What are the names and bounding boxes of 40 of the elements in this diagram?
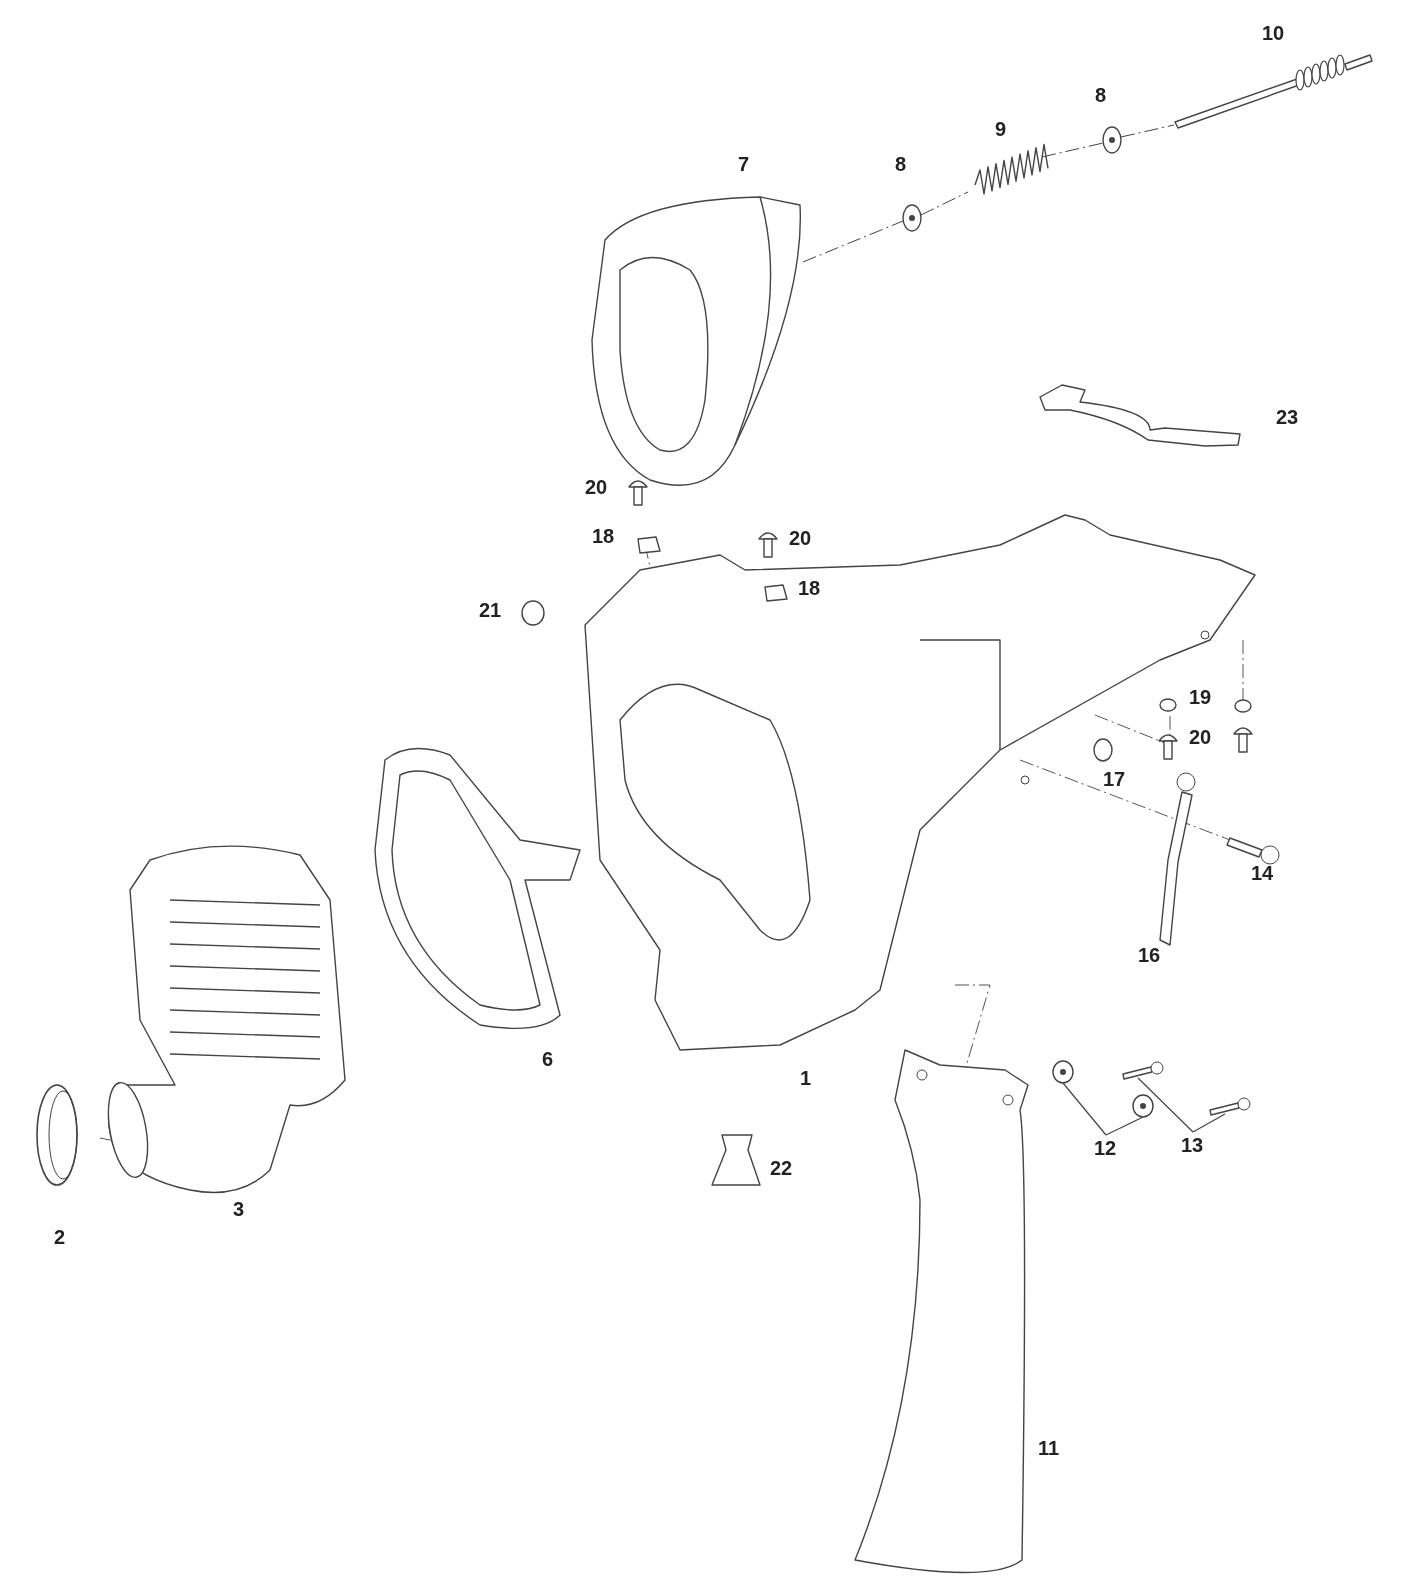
callout-number: 10 [1262, 22, 1285, 44]
centre-line [1120, 124, 1175, 138]
leader-line [1105, 1116, 1144, 1136]
callout-number: 17 [1103, 768, 1126, 790]
callout-number: 18 [592, 525, 615, 547]
callout-number: 8 [895, 153, 907, 175]
callout-number: 8 [1095, 84, 1107, 106]
callout-number: 20 [789, 527, 812, 549]
callout-number: 20 [585, 476, 608, 498]
screw-drawing [1209, 1097, 1251, 1116]
leader-line [1062, 1082, 1107, 1136]
callout-number: 23 [1276, 406, 1299, 428]
callout-number: 11 [1038, 1437, 1060, 1459]
washer-drawing [1132, 1094, 1154, 1118]
washer-drawing [902, 204, 922, 232]
leader-line [1137, 1077, 1194, 1133]
callout-number: 18 [798, 577, 821, 599]
centre-line [1041, 142, 1104, 158]
callout-number: 22 [770, 1157, 793, 1179]
bolt-drawing [1174, 54, 1373, 129]
callout-number: 19 [1189, 686, 1212, 708]
callout-number: 21 [479, 599, 502, 621]
callout-number: 14 [1251, 862, 1274, 884]
callout-number: 7 [738, 153, 750, 175]
leader-line [1192, 1113, 1226, 1133]
callout-number: 13 [1181, 1134, 1204, 1156]
callout-number: 12 [1094, 1137, 1117, 1159]
washer-drawing [1102, 126, 1122, 154]
centre-line [920, 191, 969, 216]
callout-number: 1 [800, 1067, 812, 1089]
screw-drawing [1122, 1061, 1164, 1080]
callout-number: 20 [1189, 726, 1212, 748]
callout-number: 2 [54, 1226, 66, 1248]
centre-line [802, 220, 904, 263]
callout-number: 6 [542, 1048, 554, 1070]
callout-number: 9 [995, 118, 1007, 140]
washer-drawing [1052, 1060, 1074, 1084]
callout-number: 16 [1138, 944, 1161, 966]
callout-number: 3 [233, 1198, 245, 1220]
spring-drawing [974, 143, 1049, 195]
